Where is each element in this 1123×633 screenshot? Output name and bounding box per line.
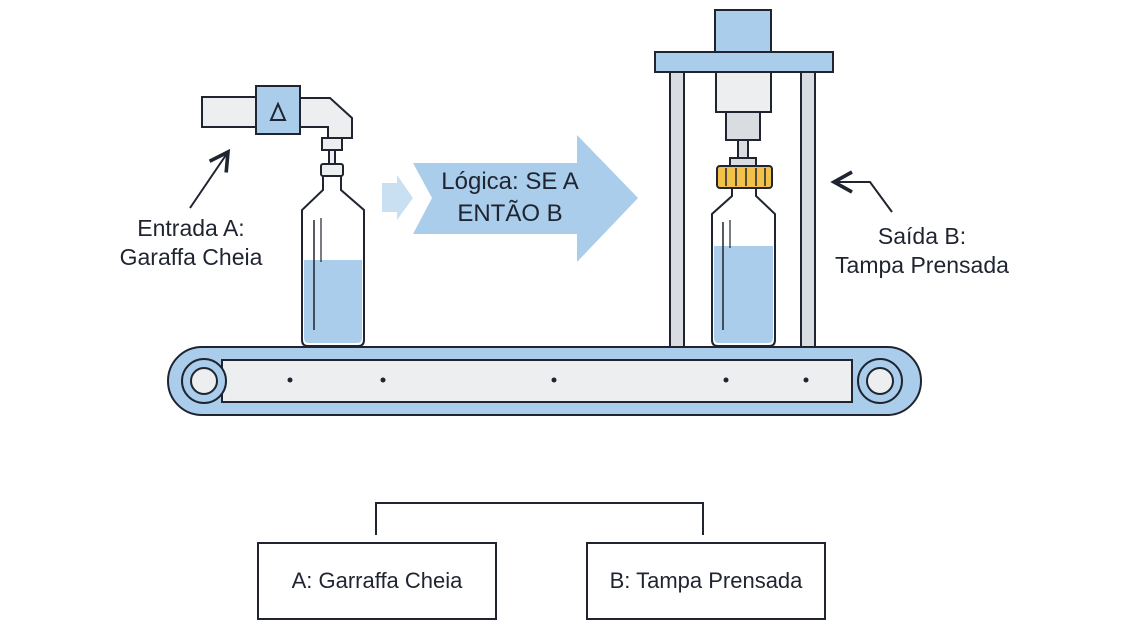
connector-bracket (375, 502, 704, 535)
capping-press (654, 9, 834, 349)
output-pointer-arrow (830, 170, 893, 213)
triangle-icon (269, 101, 287, 121)
logic-arrow (413, 135, 638, 262)
input-pointer-arrow (189, 148, 231, 209)
output-b-box: B: Tampa Prensada (586, 542, 826, 620)
capped-bottle (711, 165, 776, 347)
input-a-box: A: Garraffa Cheia (257, 542, 497, 620)
logic-label: Lógica: SE A ENTÃO B (441, 168, 579, 227)
input-label: Entrada A: Garaffa Cheia (119, 215, 263, 270)
output-label: Saída B: Tampa Prensada (835, 223, 1009, 278)
small-arrow-icon (382, 175, 413, 220)
valve-sensor (255, 85, 301, 135)
conveyor-belt (167, 346, 922, 416)
full-bottle (301, 163, 365, 347)
